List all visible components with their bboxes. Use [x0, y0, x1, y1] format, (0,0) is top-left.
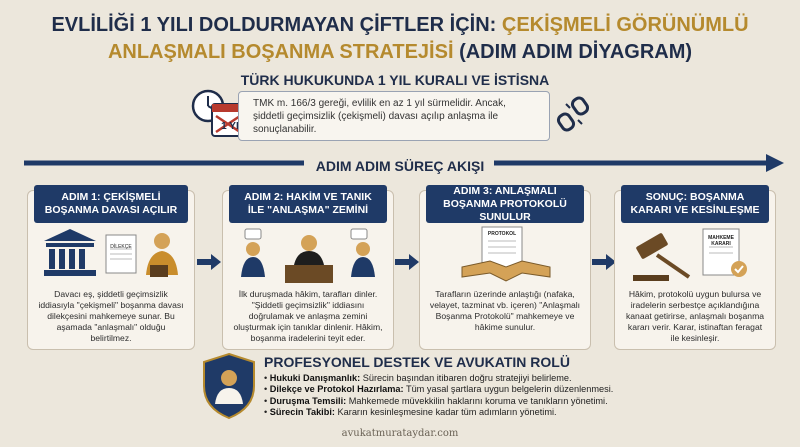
court-decision-label: MAHKEME KARARI [708, 235, 734, 247]
step-card-2: ADIM 2: HAKİM VE TANIK İLE "ANLAŞMA" ZEM… [222, 185, 394, 350]
rule-text: TMK m. 166/3 gereği, evlilik en az 1 yıl… [253, 98, 506, 135]
lawyer-shield-icon [203, 352, 255, 420]
step-text-4: Hâkim, protokolü uygun bulursa ve iradel… [625, 289, 765, 343]
support-item: • Sürecin Takibi: Kararın kesinleşmesine… [264, 407, 557, 418]
step-title-3: ADIM 3: ANLAŞMALI BOŞANMA PROTOKOLÜ SUNU… [426, 185, 584, 223]
protocol-label: PROTOKOL [487, 231, 517, 237]
step-card-1: ADIM 1: ÇEKİŞMELİ BOŞANMA DAVASI AÇILIR … [27, 185, 195, 350]
step-arrow-3 [592, 254, 616, 270]
broken-chain-icon [556, 96, 590, 132]
clock-calendar-icon [191, 89, 245, 137]
step-card-3: ADIM 3: ANLAŞMALI BOŞANMA PROTOKOLÜ SUNU… [419, 185, 591, 350]
title-line1-dark: EVLİLİĞİ 1 YILI DOLDURMAYAN ÇİFTLER İÇİN… [51, 14, 497, 36]
support-item: • Hukuki Danışmanlık: Sürecin başından i… [264, 373, 572, 383]
support-item: • Duruşma Temsili: Mahkemede müvekkilin … [264, 395, 608, 406]
support-heading: PROFESYONEL DESTEK VE AVUKATIN ROLÜ [264, 354, 570, 370]
flow-heading: ADIM ADIM SÜREÇ AKIŞI [315, 158, 485, 174]
courthouse-icon [44, 229, 178, 277]
step-card-4: SONUÇ: BOŞANMA KARARI VE KESİNLEŞME MAHK… [614, 185, 776, 350]
page-title: EVLİLİĞİ 1 YILI DOLDURMAYAN ÇİFTLER İÇİN… [0, 12, 800, 66]
title-line2-gold: ANLAŞMALI BOŞANMA STRATEJİSİ [107, 41, 454, 63]
step-arrow-2 [395, 254, 419, 270]
handshake-protocol-icon [461, 226, 551, 282]
title-line1-gold: ÇEKİŞMELİ GÖRÜNÜMLÜ [501, 14, 749, 36]
rule-box: TMK m. 166/3 gereği, evlilik en az 1 yıl… [238, 91, 550, 141]
footer-website: avukatmurataydar.com [341, 428, 459, 439]
flow-arrow [24, 154, 784, 172]
support-list: • Hukuki Danışmanlık: Sürecin başından i… [264, 373, 613, 419]
gavel-decision-icon [633, 228, 747, 281]
step-arrow-1 [197, 254, 221, 270]
rule-heading: TÜRK HUKUKUNDA 1 YIL KURALI VE İSTİSNA [240, 72, 550, 88]
step-title-1: ADIM 1: ÇEKİŞMELİ BOŞANMA DAVASI AÇILIR [34, 185, 188, 223]
hearing-icon [241, 228, 375, 283]
step-text-3: Tarafların üzerinde anlaştığı (nafaka, v… [429, 289, 581, 332]
support-item: • Dilekçe ve Protokol Hazırlama: Tüm yas… [264, 384, 614, 395]
petition-label: DİLEKÇE [110, 244, 132, 250]
step-title-4: SONUÇ: BOŞANMA KARARI VE KESİNLEŞME [621, 185, 769, 223]
step-text-2: İlk duruşmada hâkim, tarafları dinler. "… [233, 289, 383, 343]
step-text-1: Davacı eş, şiddetli geçimsizlik iddiasıy… [38, 289, 184, 343]
title-line2-dark: (ADIM ADIM DİYAGRAM) [459, 41, 693, 63]
calendar-label: 1 YIL [221, 121, 245, 132]
step-title-2: ADIM 2: HAKİM VE TANIK İLE "ANLAŞMA" ZEM… [229, 185, 387, 223]
